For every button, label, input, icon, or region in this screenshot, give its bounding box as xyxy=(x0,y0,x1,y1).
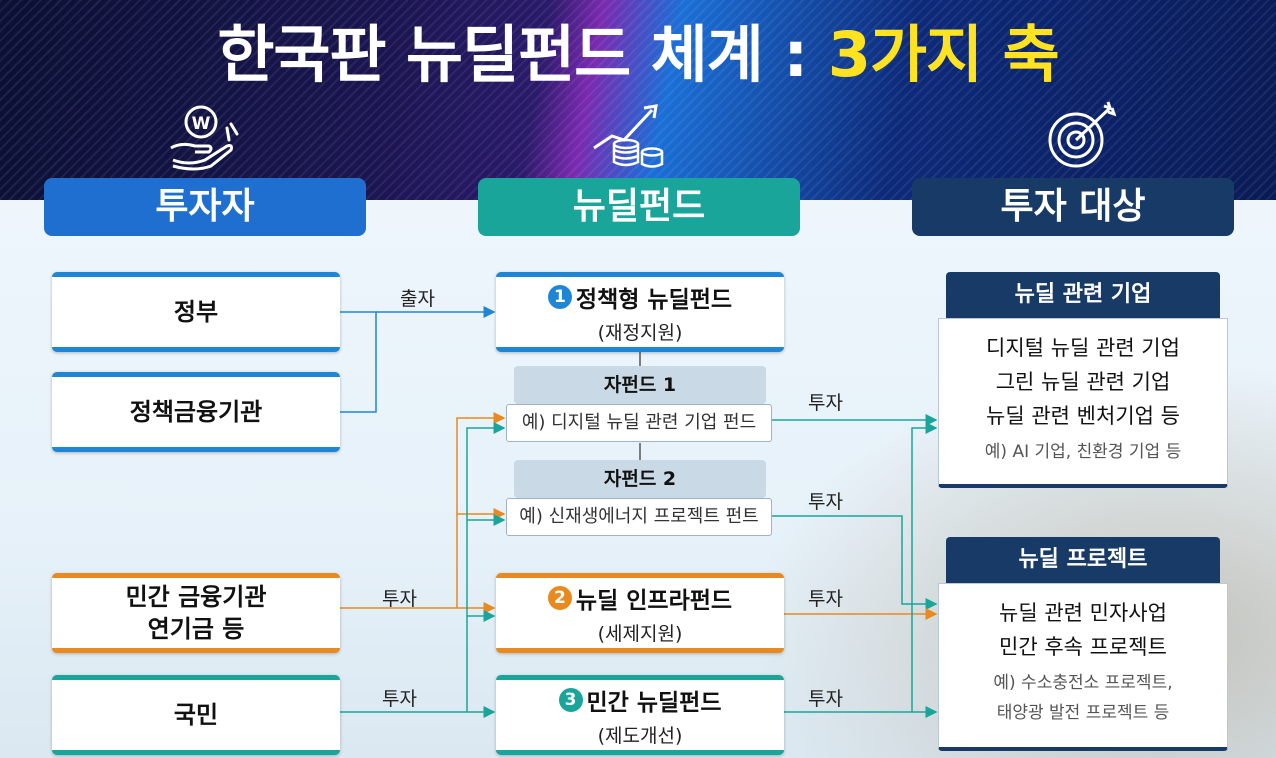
fund-number-badge: 2 xyxy=(547,585,572,610)
header-fund: 뉴딜펀드 xyxy=(478,178,800,236)
investor-policy-finance: 정책금융기관 xyxy=(52,372,340,452)
title-main: 한국판 뉴딜펀드 체계 : xyxy=(217,18,828,91)
target-line: 뉴딜 관련 민자사업 xyxy=(999,601,1167,625)
target-project-box: 뉴딜 관련 민자사업 민간 후속 프로젝트 예) 수소충전소 프로젝트, 태양광… xyxy=(938,583,1228,751)
target-line: 민간 후속 프로젝트 xyxy=(999,635,1167,659)
investor-label-line2: 연기금 등 xyxy=(147,615,245,643)
target-company-header: 뉴딜 관련 기업 xyxy=(946,272,1220,318)
fund-number-badge: 1 xyxy=(547,284,572,309)
investor-private-finance: 민간 금융기관 연기금 등 xyxy=(52,573,340,653)
fund-infra: 2 뉴딜 인프라펀드 (세제지원) xyxy=(496,573,784,653)
fund-title: 3 민간 뉴딜펀드 xyxy=(558,683,722,717)
fund-title: 2 뉴딜 인프라펀드 xyxy=(547,581,733,615)
fund-private: 3 민간 뉴딜펀드 (제도개선) xyxy=(496,675,784,755)
investor-label-line1: 민간 금융기관 xyxy=(125,583,267,611)
subfund-2-label: 자펀드 2 xyxy=(514,460,766,498)
edge-label-invest-citizens: 투자 xyxy=(382,688,417,710)
edge-label-contribute: 출자 xyxy=(400,288,435,310)
edge-label-invest-subfund2: 투자 xyxy=(808,491,843,513)
svg-text:W: W xyxy=(192,114,211,134)
edge-label-invest-subfund1: 투자 xyxy=(808,392,843,414)
title-highlight: 3가지 축 xyxy=(827,18,1060,91)
target-example: 예) AI 기업, 친환경 기업 등 xyxy=(984,442,1182,462)
fund-number-badge: 3 xyxy=(558,687,583,712)
target-example: 태양광 발전 프로젝트 등 xyxy=(996,703,1170,723)
fund-title: 1 정책형 뉴딜펀드 xyxy=(547,280,733,314)
target-project-header: 뉴딜 프로젝트 xyxy=(946,537,1220,583)
investor-citizens: 국민 xyxy=(52,675,340,755)
target-line: 뉴딜 관련 벤처기업 등 xyxy=(986,404,1180,428)
fund-title-text: 민간 뉴딜펀드 xyxy=(586,689,722,716)
investor-label: 정부 xyxy=(173,298,219,326)
fund-title-text: 정책형 뉴딜펀드 xyxy=(575,286,733,313)
header-background xyxy=(0,0,1276,210)
coins-growth-icon xyxy=(593,104,664,168)
investor-label: 국민 xyxy=(173,701,219,729)
target-line: 디지털 뉴딜 관련 기업 xyxy=(986,336,1180,360)
target-example: 예) 수소충전소 프로젝트, xyxy=(993,673,1173,693)
target-line: 그린 뉴딜 관련 기업 xyxy=(995,370,1171,394)
edge-label-invest-fund2: 투자 xyxy=(808,588,843,610)
target-arrow-icon xyxy=(1048,101,1117,168)
subfund-1-example: 예) 디지털 뉴딜 관련 기업 펀드 xyxy=(506,404,772,442)
header-investor: 투자자 xyxy=(44,178,366,236)
subfund-2-example: 예) 신재생에너지 프로젝트 펀트 xyxy=(506,498,772,536)
fund-subtitle: (재정지원) xyxy=(597,321,683,344)
fund-policy: 1 정책형 뉴딜펀드 (재정지원) xyxy=(496,272,784,352)
header-target: 투자 대상 xyxy=(912,178,1234,236)
investor-label: 정책금융기관 xyxy=(129,398,263,426)
fund-subtitle: (제도개선) xyxy=(597,724,683,747)
edge-label-invest-fund3: 투자 xyxy=(808,688,843,710)
target-company-box: 디지털 뉴딜 관련 기업 그린 뉴딜 관련 기업 뉴딜 관련 벤처기업 등 예)… xyxy=(938,318,1228,488)
hand-coin-icon: W xyxy=(170,105,239,171)
edge-label-invest-private: 투자 xyxy=(382,588,417,610)
fund-title-text: 뉴딜 인프라펀드 xyxy=(575,587,733,614)
subfund-1-label: 자펀드 1 xyxy=(514,366,766,404)
fund-subtitle: (세제지원) xyxy=(597,622,683,645)
page-title: 한국판 뉴딜펀드 체계 : 3가지 축 xyxy=(0,4,1276,94)
investor-government: 정부 xyxy=(52,272,340,352)
